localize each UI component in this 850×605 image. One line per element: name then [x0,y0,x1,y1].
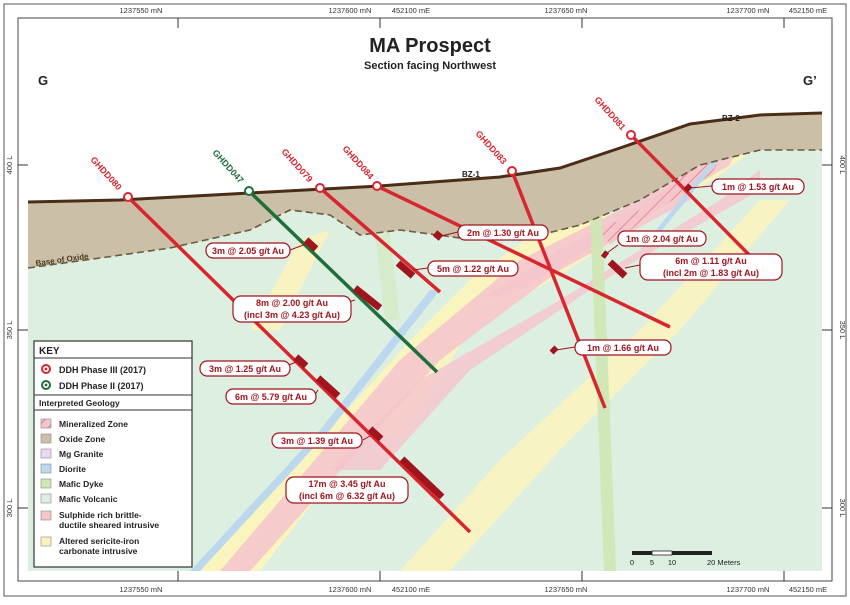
key-drill-label: DDH Phase II (2017) [59,381,144,391]
grid-label-top: 1237700 mN [727,6,770,15]
key-geology-label: ductile sheared intrusive [59,520,159,530]
intercept-bar [367,426,384,442]
section-end-label: G’ [803,73,817,88]
intercept-label: 3m @ 2.05 g/t Au [212,246,284,256]
key-geology-label: Oxide Zone [59,434,106,444]
key-geology-label: Mafic Volcanic [59,494,118,504]
key-swatch [40,433,52,444]
intercept-label: 3m @ 1.39 g/t Au [281,436,353,446]
oxide-zone [28,113,822,268]
svg-text:5: 5 [650,558,654,567]
collar-ghdd084[interactable] [372,181,382,191]
key-geology-label: Mineralized Zone [59,419,128,429]
intercept-bar [600,250,610,259]
key-geology-label: Mafic Dyke [59,479,104,489]
key-swatch [40,493,52,504]
intercept-label: (incl 6m @ 6.32 g/t Au) [299,491,395,501]
intercept-bar [683,183,693,193]
key-swatch [40,478,52,489]
intercept-bar [607,259,628,279]
bz2-label: BZ-2 [722,114,740,123]
scale-bar: 0 5 10 20 Meters [630,550,741,567]
mafic-dyke [588,165,616,571]
sulphide-zone-top [480,140,740,300]
intercept-label: 17m @ 3.45 g/t Au [309,479,386,489]
drill-trace-ghdd084[interactable] [376,184,671,329]
intercept-label: 8m @ 2.00 g/t Au [256,298,328,308]
intercept-label: (incl 3m @ 4.23 g/t Au) [244,310,340,320]
key-geology-label: Mg Granite [59,449,104,459]
key-geology-label: Diorite [59,464,86,474]
intercept-bar [315,375,341,399]
collar-ghdd083[interactable] [507,166,517,176]
key-geology-label: Altered sericite-iron [59,536,139,546]
sky [28,28,822,202]
key-swatch [40,448,52,459]
section-start-label: G [38,73,48,88]
elevation-label: 350 L [5,321,14,340]
key-title: KEY [39,346,60,357]
collar-ghdd047[interactable] [244,186,254,196]
drill-trace-ghdd079[interactable] [318,186,442,294]
intercept-bar [432,230,444,241]
intercept-bar [395,260,416,279]
base-of-oxide-line [28,149,822,269]
topography-line [28,111,822,204]
elevation-label: 300 L [5,499,14,518]
intercept-bar [293,354,309,369]
drill-trace-ghdd081[interactable] [629,133,769,275]
drill-trace-ghdd080[interactable] [126,195,472,534]
svg-text:10: 10 [668,558,676,567]
intercept-label: 5m @ 1.22 g/t Au [437,264,509,274]
key-drill-label: DDH Phase III (2017) [59,365,146,375]
map-key: KEY DDH Phase III (2017) DDH Phase II (2… [33,340,193,568]
key-swatch [40,536,52,547]
collar-ghdd080[interactable] [123,192,133,202]
key-swatch [40,510,52,521]
grid-label-bottom: 1237600 mN [329,585,372,594]
elevation-label: 300 L [838,499,847,518]
grid-label-top: 452150 mE [789,6,827,15]
grid-label-bottom: 452150 mE [789,585,827,594]
drill-trace-ghdd083[interactable] [510,170,607,409]
intercept-label: 1m @ 2.04 g/t Au [626,234,698,244]
intercept-label: 6m @ 1.11 g/t Au [675,256,746,266]
elevation-label: 350 L [838,321,847,340]
grid-label-bottom: 452100 mE [392,585,430,594]
diorite-dyke-lower [190,290,440,571]
collar-ghdd079[interactable] [315,183,325,193]
grid-label-top: 1237600 mN [329,6,372,15]
intercept-label: (incl 2m @ 1.83 g/t Au) [663,268,759,278]
intercept-label: 3m @ 1.25 g/t Au [209,364,281,374]
grid-label-bottom: 1237700 mN [727,585,770,594]
intercept-label: 1m @ 1.53 g/t Au [722,182,794,192]
key-geology-label: carbonate intrusive [59,546,138,556]
elevation-label: 400 L [838,156,847,175]
intercept-label: 1m @ 1.66 g/t Au [587,343,659,353]
intercept-bar [303,237,319,252]
grid-label-top: 452100 mE [392,6,430,15]
collar-ghdd081[interactable] [626,130,636,140]
intercept-label: 6m @ 5.79 g/t Au [235,392,307,402]
key-swatch [40,463,52,474]
intercept-bar [549,345,559,355]
key-geology-title: Interpreted Geology [39,398,120,408]
intercept-label: 2m @ 1.30 g/t Au [467,228,539,238]
map-title: MA Prospect [369,35,491,57]
svg-text:0: 0 [630,558,634,567]
svg-text:20 Meters: 20 Meters [707,558,741,567]
key-geology-label: Sulphide rich brittle- [59,510,142,520]
grid-label-top: 1237550 mN [120,6,163,15]
bz1-label: BZ-1 [462,170,480,179]
drill-trace-ghdd047[interactable] [247,189,439,374]
map-subtitle: Section facing Northwest [364,60,496,72]
elevation-label: 400 L [5,156,14,175]
grid-label-bottom: 1237550 mN [120,585,163,594]
grid-label-top: 1237650 mN [545,6,588,15]
intercept-bar [352,285,383,311]
intercept-bar [399,456,445,500]
grid-label-bottom: 1237650 mN [545,585,588,594]
